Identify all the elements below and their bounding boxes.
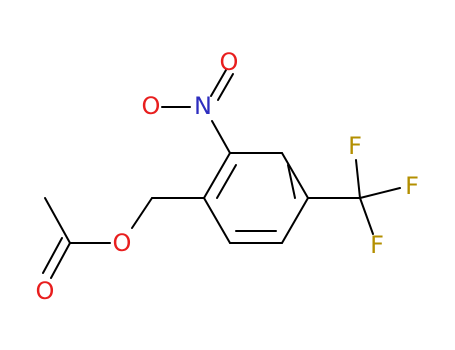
bond-lines [42, 69, 401, 279]
fluorine-label-1: F [348, 132, 362, 160]
ring-bond-1 [203, 152, 231, 199]
acetyl-methyl-bond [44, 197, 71, 244]
ring-inner-bond-1 [216, 164, 237, 199]
carbonyl-bond-a [50, 242, 71, 279]
nitro-nitrogen-label: N [194, 92, 212, 120]
ch2-o-bond [131, 197, 153, 229]
cf3-f1-bond [355, 159, 361, 199]
ring-bond-4 [281, 197, 309, 244]
ring-inner-bond-2 [287, 164, 296, 199]
ester-oxygen-label: O [113, 229, 132, 257]
fluorine-label-2: F [405, 172, 419, 200]
nitro-oxygen-left-label: O [142, 92, 161, 120]
fluorine-label-3: F [370, 231, 384, 259]
carbonyl-bond-b [42, 237, 63, 274]
atom-labels: O O N O O F F F [36, 48, 419, 305]
ring-bond-3 [281, 152, 309, 199]
nitro-c-n-bond [211, 120, 231, 154]
nitro-n-o-bond-b [217, 73, 234, 101]
nitro-oxygen-top-label: O [220, 48, 239, 76]
carbonyl-oxygen-label: O [36, 277, 55, 305]
cf3-f3-bond [359, 197, 374, 235]
nitro-n-o-bond-a [210, 69, 227, 97]
ring-bond-6 [203, 197, 231, 244]
cf3-f2-bond [359, 187, 401, 199]
